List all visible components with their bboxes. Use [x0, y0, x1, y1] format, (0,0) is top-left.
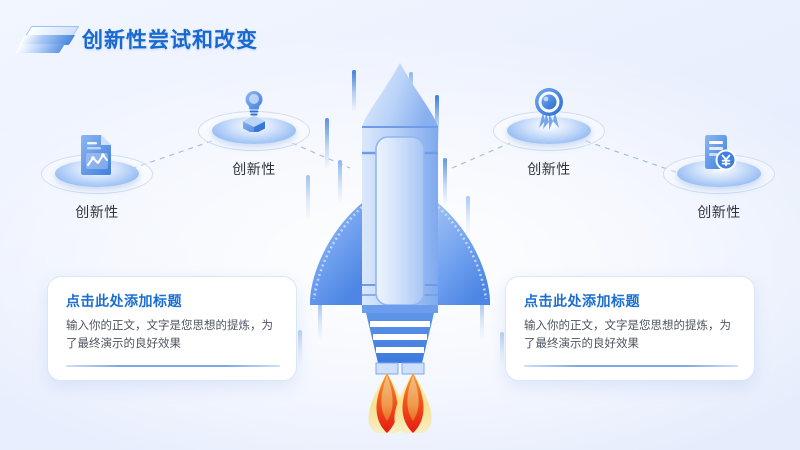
speed-line: [318, 300, 322, 340]
speed-line: [443, 158, 447, 206]
speed-line: [298, 330, 302, 364]
speed-line: [338, 160, 342, 204]
card-body: 输入你的正文，文字是您思想的提炼，为了最终演示的良好效果: [524, 320, 731, 350]
node-platform: [663, 135, 775, 196]
node-item-2[interactable]: 创新性: [179, 91, 329, 179]
speed-line: [435, 95, 439, 145]
invoice-yuan-icon: [700, 133, 738, 180]
page-title: 创新性尝试和改变: [82, 29, 258, 52]
speed-line: [466, 196, 470, 236]
node-label: 创新性: [527, 161, 571, 177]
card-divider: [524, 365, 738, 367]
node-item-4[interactable]: 创新性: [644, 135, 794, 222]
node-item-1[interactable]: 创新性: [22, 135, 172, 222]
card-body: 输入你的正文，文字是您思想的提炼，为了最终演示的良好效果: [66, 320, 273, 350]
text-card-left[interactable]: 点击此处添加标题 输入你的正文，文字是您思想的提炼，为了最终演示的良好效果: [47, 276, 297, 381]
node-platform: [41, 135, 153, 196]
speed-line: [325, 118, 329, 170]
node-label: 创新性: [232, 161, 276, 177]
node-item-3[interactable]: 创新性: [474, 88, 624, 179]
rocket-launch-illustration: [310, 63, 490, 433]
card-divider: [66, 365, 280, 367]
card-title: 点击此处添加标题: [524, 293, 640, 309]
title-decoration-icon: [15, 24, 80, 54]
slide-title-bar: 创新性尝试和改变: [15, 22, 258, 56]
node-platform: [493, 88, 605, 153]
node-label: 创新性: [75, 204, 119, 220]
medal-badge-icon: [529, 86, 569, 137]
document-chart-icon: [80, 133, 114, 180]
node-label: 创新性: [697, 204, 741, 220]
text-card-right[interactable]: 点击此处添加标题 输入你的正文，文字是您思想的提炼，为了最终演示的良好效果: [505, 276, 755, 381]
speed-line: [306, 175, 310, 221]
speed-line: [480, 298, 484, 340]
node-platform: [198, 91, 310, 153]
card-title: 点击此处添加标题: [66, 293, 182, 309]
lightbulb-box-icon: [236, 88, 272, 137]
speed-line: [500, 332, 504, 366]
speed-line: [352, 70, 356, 112]
